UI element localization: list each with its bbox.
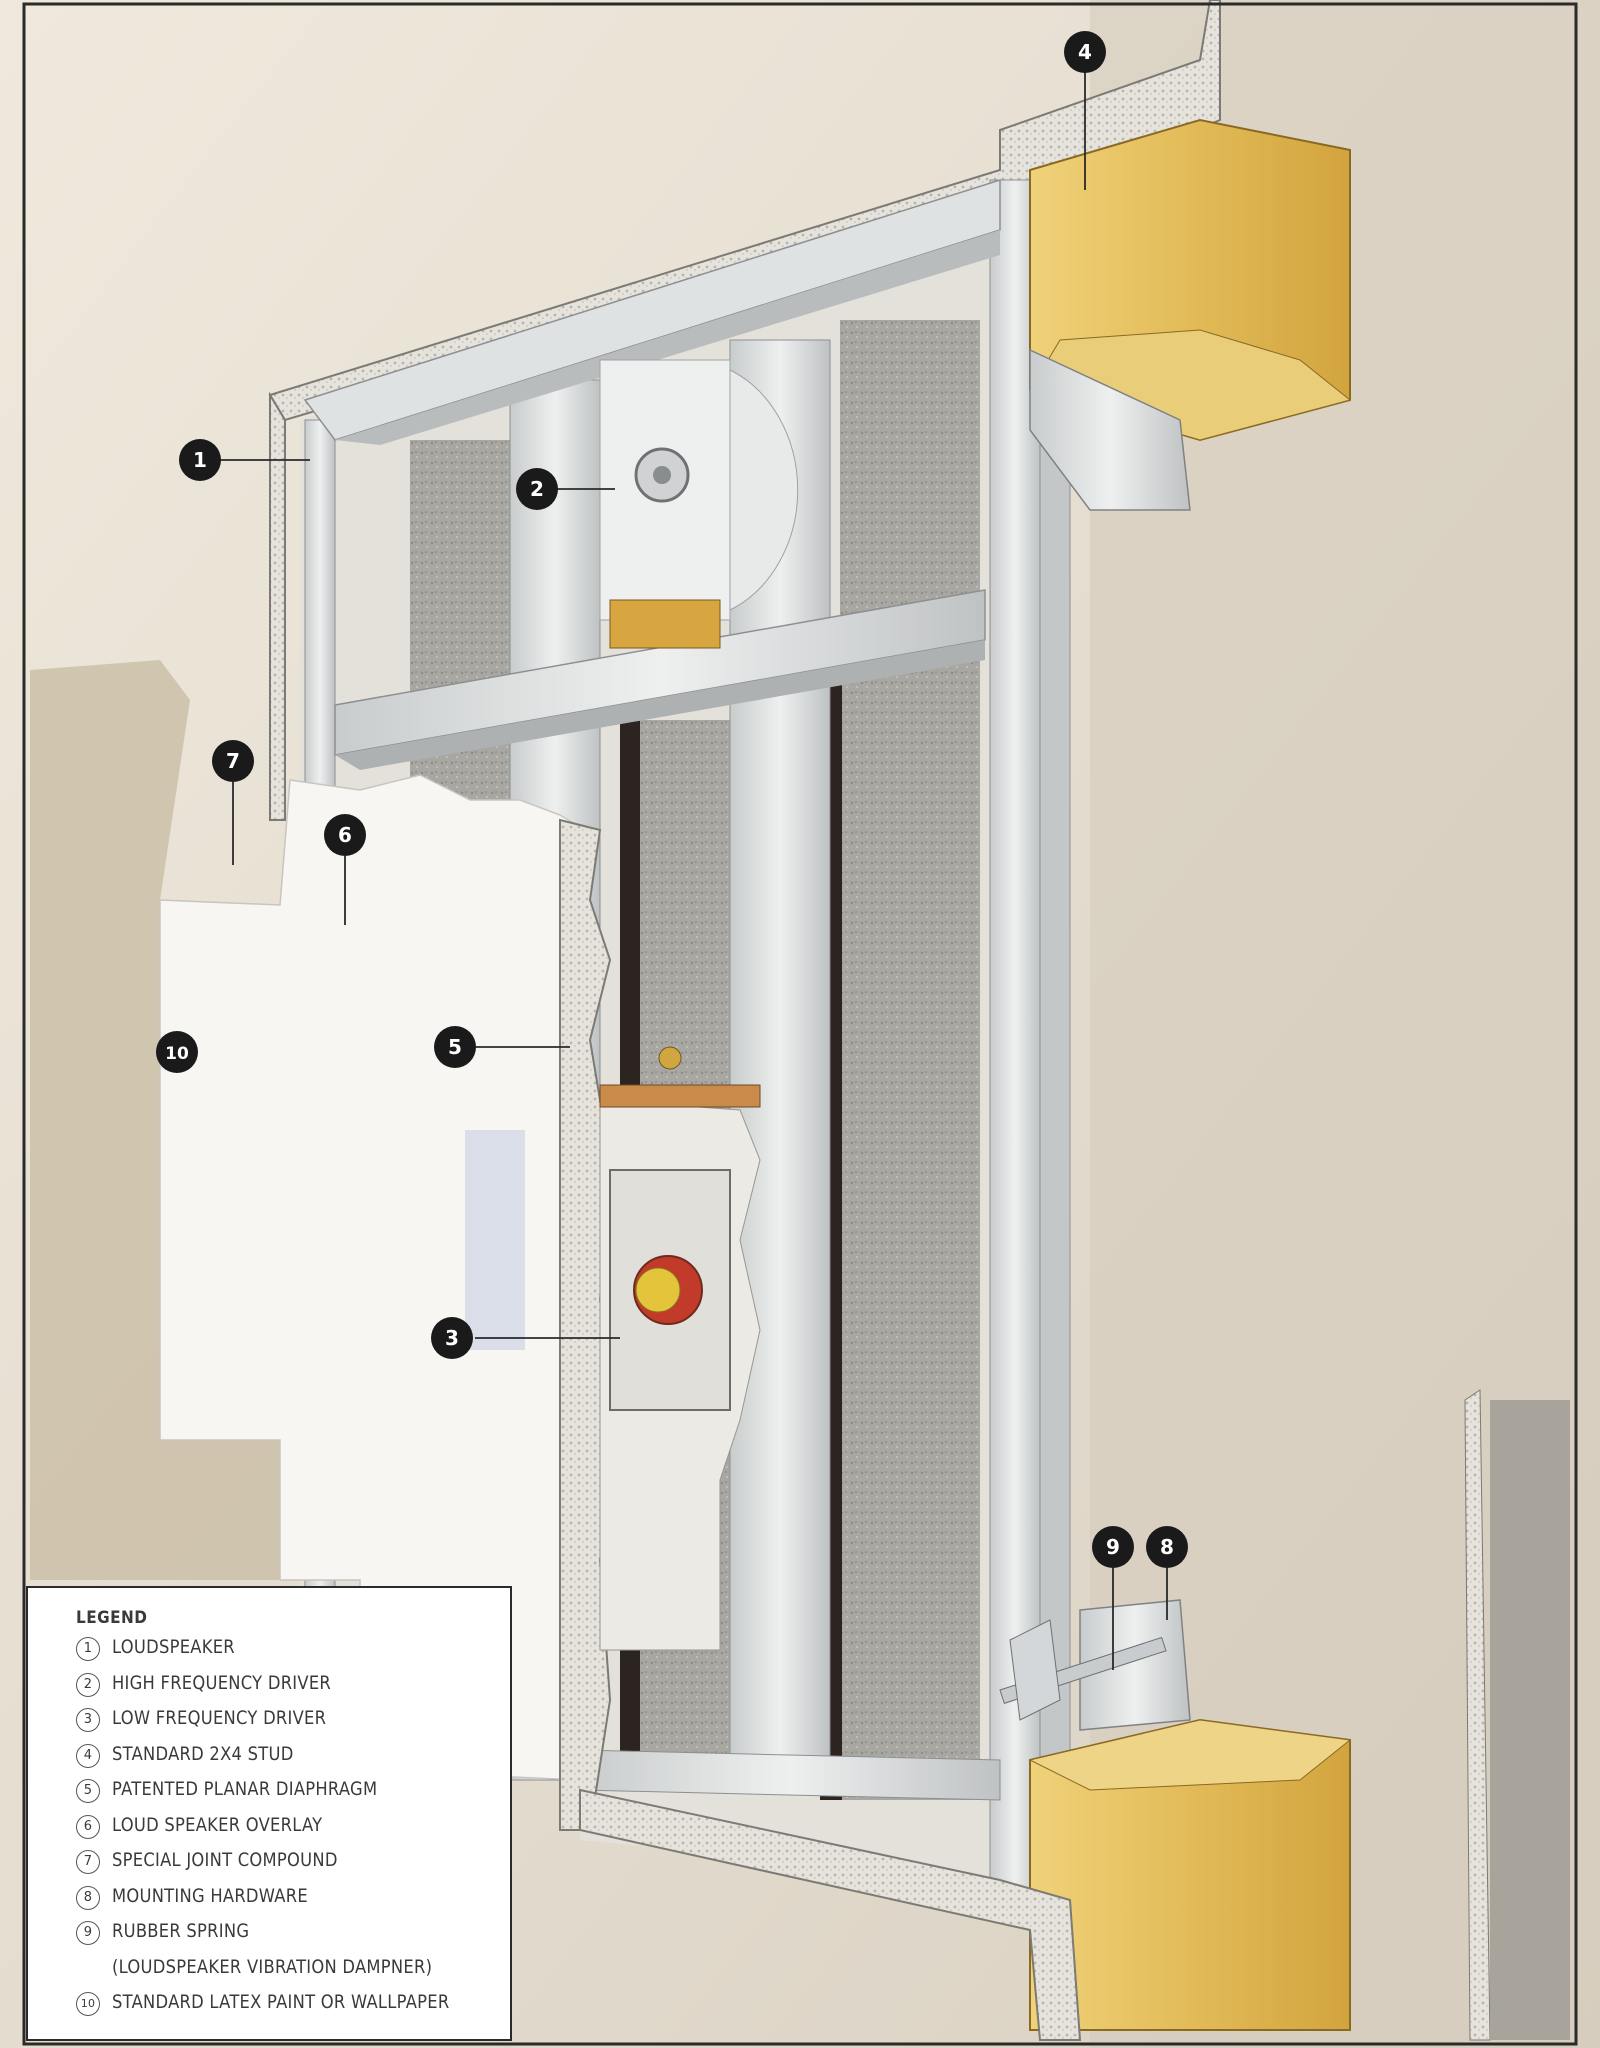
- legend-item-3: 3 LOW FREQUENCY DRIVER: [76, 1707, 510, 1743]
- svg-text:1: 1: [193, 448, 207, 472]
- callout-5: 5: [434, 1026, 476, 1068]
- callout-4: 4: [1064, 31, 1106, 73]
- legend-label: SPECIAL JOINT COMPOUND: [112, 1849, 338, 1871]
- legend-item-2: 2 HIGH FREQUENCY DRIVER: [76, 1672, 510, 1708]
- woofer-coil: [635, 1267, 681, 1313]
- legend-label: PATENTED PLANAR DIAPHRAGM: [112, 1778, 378, 1800]
- legend-number: 4: [76, 1743, 100, 1768]
- legend-label: STANDARD 2X4 STUD: [112, 1742, 294, 1765]
- legend-item-4: 4 STANDARD 2X4 STUD: [76, 1743, 510, 1779]
- mount-screw-head: [658, 1046, 682, 1070]
- insulation-right: [840, 320, 980, 1800]
- frame-cross-rail-underside: [335, 640, 985, 770]
- legend-number: 9: [76, 1921, 100, 1945]
- legend-item-1: 1 LOUDSPEAKER: [76, 1636, 510, 1672]
- legend-label: LOUD SPEAKER OVERLAY: [112, 1813, 323, 1836]
- legend-number: 6: [76, 1814, 100, 1839]
- legend-number: 5: [76, 1779, 100, 1803]
- drywall-cut-edge-bottom: [579, 1788, 1082, 2041]
- tweeter-disc: [729, 369, 799, 611]
- legend-item-8: 8 MOUNTING HARDWARE: [76, 1885, 510, 1921]
- legend-number: 8: [76, 1885, 100, 1910]
- drywall-cut-edge-left: [269, 391, 286, 821]
- callout-3: 3: [431, 1317, 473, 1359]
- adjacent-wall-shade: [1490, 1400, 1570, 2040]
- legend-item-5: 5 PATENTED PLANAR DIAPHRAGM: [76, 1778, 510, 1814]
- mount-dowel: [599, 1084, 761, 1108]
- legend-number: 10: [76, 1992, 100, 2016]
- legend-box: LEGEND 1 LOUDSPEAKER 2 HIGH FREQUENCY DRIV…: [26, 1586, 512, 2041]
- legend-number: 2: [76, 1672, 100, 1697]
- frame-top-track-inner: [335, 230, 1000, 445]
- svg-text:10: 10: [165, 1044, 189, 1064]
- legend-item-9: 9 RUBBER SPRING: [76, 1920, 510, 1956]
- callout-10: 10: [156, 1031, 198, 1073]
- legend-item-9-sub: (LOUDSPEAKER VIBRATION DAMPNER): [76, 1956, 510, 1992]
- mounting-bracket-bottom: [1079, 1599, 1191, 1731]
- svg-text:4: 4: [1078, 40, 1092, 64]
- svg-text:7: 7: [226, 749, 240, 773]
- callout-6: 6: [324, 814, 366, 856]
- legend-label: LOW FREQUENCY DRIVER: [112, 1707, 327, 1729]
- svg-text:2: 2: [530, 477, 544, 501]
- svg-text:5: 5: [448, 1035, 462, 1059]
- svg-text:3: 3: [445, 1326, 459, 1350]
- legend-label: LOUDSPEAKER: [112, 1636, 235, 1658]
- svg-text:6: 6: [338, 823, 352, 847]
- callout-2: 2: [516, 468, 558, 510]
- legend-number: 3: [76, 1708, 100, 1732]
- callout-9: 9: [1092, 1526, 1134, 1568]
- callout-8: 8: [1146, 1526, 1188, 1568]
- legend-label: HIGH FREQUENCY DRIVER: [112, 1671, 332, 1694]
- legend-number: 1: [76, 1637, 100, 1661]
- legend-label: MOUNTING HARDWARE: [112, 1884, 308, 1907]
- mounting-bracket-top: [1029, 348, 1191, 511]
- tweeter-center: [653, 466, 671, 484]
- callouts: 1 2 3 4 5 6 7 8 9 10: [156, 31, 1188, 1568]
- callout-7: 7: [212, 740, 254, 782]
- svg-text:8: 8: [1160, 1535, 1174, 1559]
- legend-item-6: 6 LOUD SPEAKER OVERLAY: [76, 1814, 510, 1850]
- legend-title: LEGEND: [76, 1608, 148, 1628]
- overlay-print-mark: [465, 1130, 525, 1350]
- leader-lines: [200, 72, 1168, 1670]
- legend-sublabel: (LOUDSPEAKER VIBRATION DAMPNER): [112, 1955, 433, 1978]
- callout-1: 1: [179, 439, 221, 481]
- legend-item-10: 10 STANDARD LATEX PAINT OR WALLPAPER: [76, 1991, 510, 2027]
- wood-stud-bottom-face: [1028, 1719, 1352, 1791]
- tweeter-bracket: [609, 599, 721, 649]
- legend-item-7: 7 SPECIAL JOINT COMPOUND: [76, 1849, 510, 1885]
- legend-number: 7: [76, 1850, 100, 1874]
- rubber-spring: [1009, 1619, 1061, 1721]
- legend-label: RUBBER SPRING: [112, 1920, 250, 1942]
- legend-label: STANDARD LATEX PAINT OR WALLPAPER: [112, 1991, 450, 2013]
- svg-text:9: 9: [1106, 1535, 1120, 1559]
- image-border: [22, 2, 1578, 2046]
